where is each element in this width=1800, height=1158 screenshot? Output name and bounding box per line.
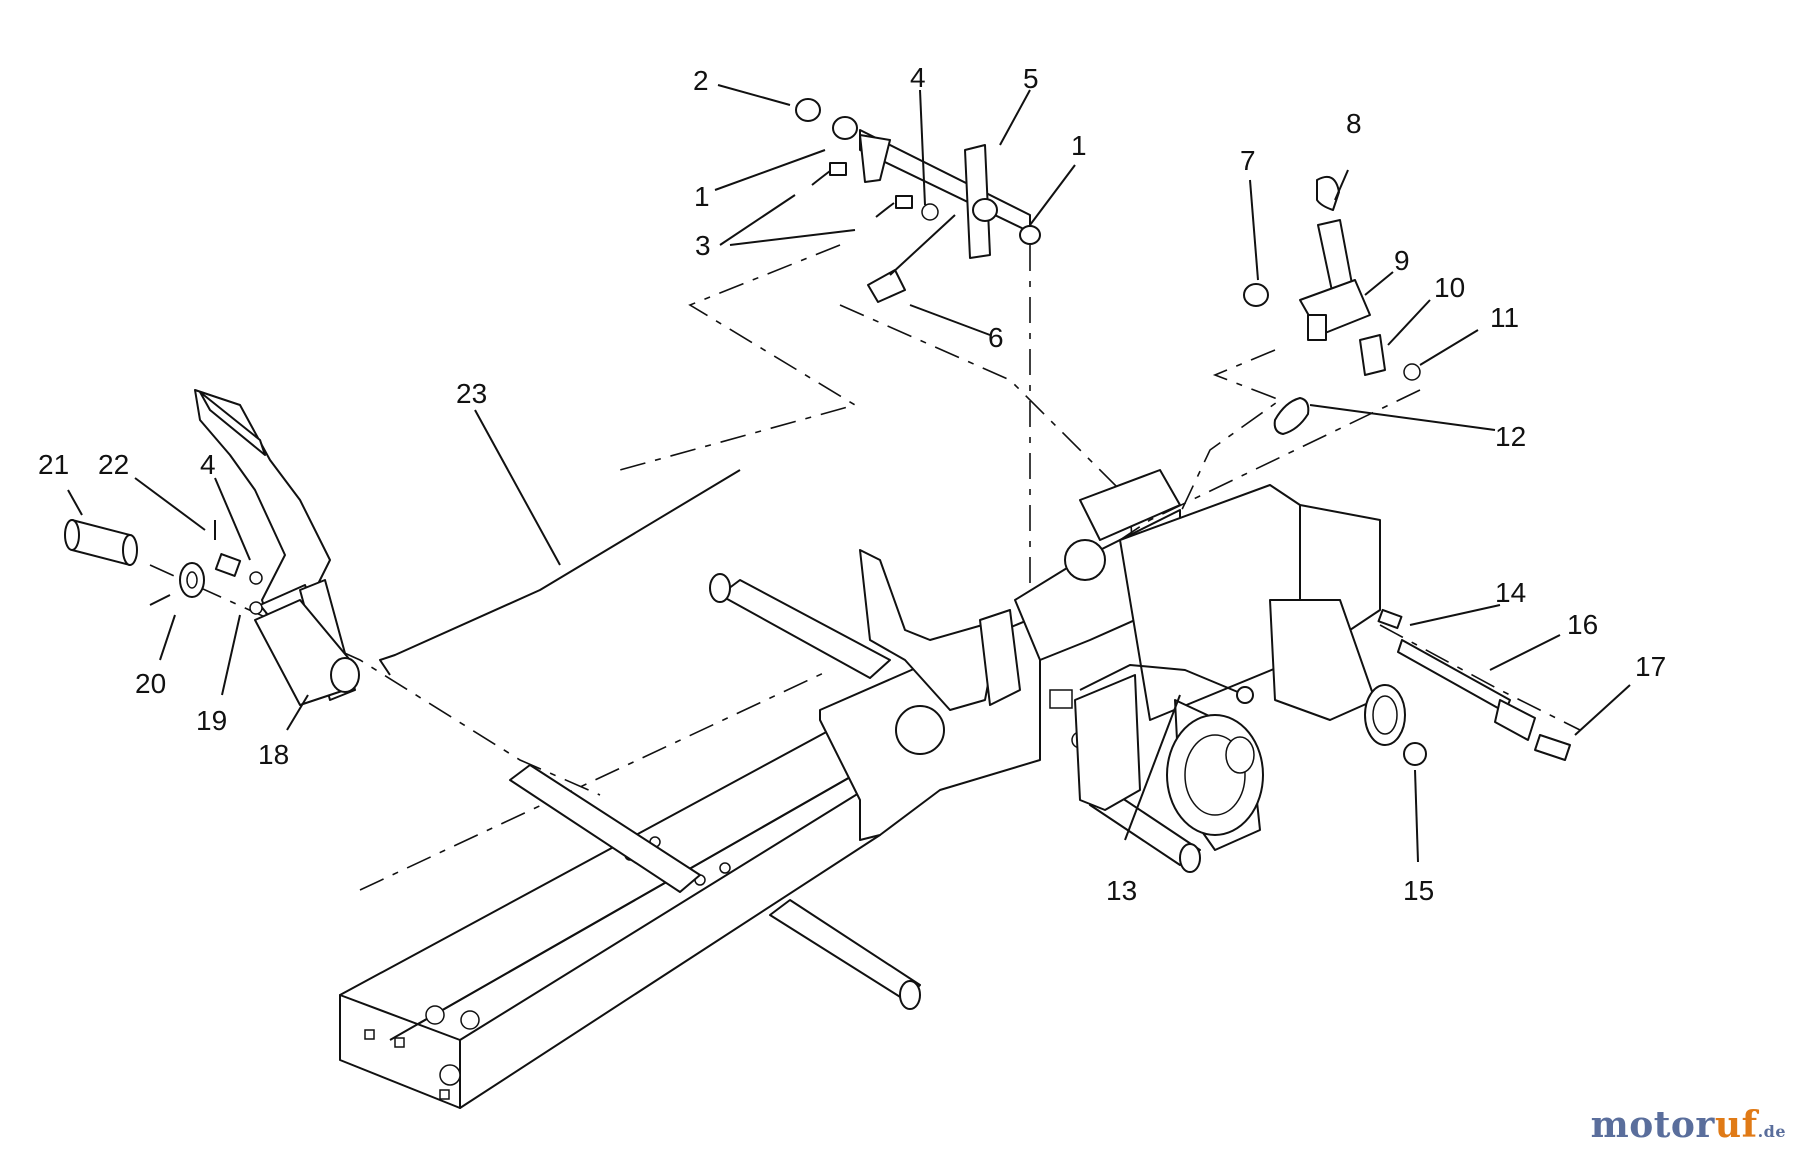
link-rod — [1079, 664, 1246, 696]
callout: 22 — [98, 449, 129, 480]
callout: 15 — [1403, 875, 1434, 906]
pedal-assembly — [64, 389, 360, 706]
callout: 11 — [1490, 302, 1519, 333]
control-rod — [379, 469, 741, 676]
upper-lever-assembly — [795, 98, 1041, 303]
watermark-text-2: uf — [1714, 1104, 1758, 1146]
callout: 23 — [456, 378, 487, 409]
callout: 21 — [38, 449, 69, 480]
callout: 12 — [1495, 421, 1526, 452]
callout: 5 — [1023, 63, 1039, 94]
watermark-text-1: motor — [1590, 1104, 1715, 1146]
callout: 20 — [135, 668, 166, 699]
callout: 10 — [1434, 272, 1465, 303]
callout-numbers: 2 1 3 4 5 1 7 8 9 10 11 6 12 23 21 22 4 … — [38, 62, 1666, 906]
callout: 13 — [1106, 875, 1137, 906]
right-shaft-assembly — [1377, 608, 1571, 766]
callout: 17 — [1635, 651, 1666, 682]
callout: 3 — [695, 230, 711, 261]
callout: 18 — [258, 739, 289, 770]
callout: 1 — [694, 181, 710, 212]
callout: 6 — [988, 322, 1004, 353]
leader-lines — [67, 84, 1631, 863]
callout: 8 — [1346, 108, 1362, 139]
callout: 7 — [1240, 145, 1256, 176]
callout: 1 — [1071, 130, 1087, 161]
center-bracket — [819, 469, 1406, 851]
right-lever-assembly — [1243, 176, 1421, 435]
watermark-logo: motoruf.de — [1591, 1104, 1786, 1146]
callout: 14 — [1495, 577, 1526, 608]
callout: 4 — [910, 62, 926, 93]
callout: 4 — [200, 449, 216, 480]
callout: 19 — [196, 705, 227, 736]
main-frame — [339, 573, 1201, 1109]
callout: 16 — [1567, 609, 1598, 640]
watermark-text-3: .de — [1757, 1122, 1786, 1141]
callout: 9 — [1394, 245, 1410, 276]
callout: 2 — [693, 65, 709, 96]
